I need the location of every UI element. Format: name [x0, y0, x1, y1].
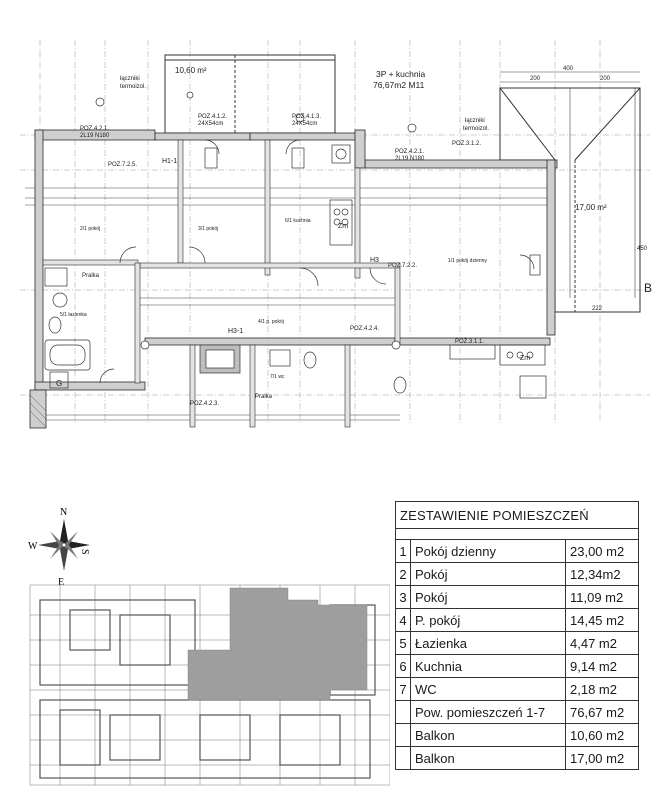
compass-n: N: [60, 507, 67, 518]
site-plan: N S W E: [28, 507, 390, 786]
poz-412-sub: 24X54cm: [198, 121, 223, 127]
poz-423-label: POZ.4.2.3.: [190, 401, 219, 407]
dim-450: 450: [637, 246, 648, 252]
poz-722-label: POZ.7.2.2.: [388, 263, 417, 269]
room-name: Pokój: [410, 562, 566, 586]
dim-200a: 200: [530, 76, 541, 82]
poz-421b-sub: 2L19 N180: [395, 156, 425, 162]
balcony-right-area: 17,00 m²: [575, 203, 607, 212]
balcony-area: 17,00 m2: [565, 746, 639, 770]
compass-rose: N S W E: [28, 507, 90, 588]
partitions: [42, 139, 401, 428]
room-area: 23,00 m2: [565, 539, 639, 563]
balcony-top-area: 10,60 m²: [175, 66, 207, 75]
dim-200b: 200: [600, 76, 611, 82]
b-mark: B: [644, 281, 652, 295]
poz-424-label: POZ.4.2.4.: [350, 326, 379, 332]
room-name: Łazienka: [410, 631, 566, 655]
room-5-label: 5/1 łazienka: [60, 312, 87, 318]
dim-222: 222: [592, 306, 603, 312]
room-area: 11,09 m2: [565, 585, 639, 609]
pralka-label-2: Pralka: [255, 394, 273, 400]
h3-mark: H3-1: [228, 328, 243, 335]
balcony-label: Balkon: [410, 723, 566, 747]
poz-421-sub: 2L19 N180: [80, 133, 110, 139]
walls: [29, 129, 558, 429]
column-block: [29, 394, 47, 428]
row-number: 6: [395, 654, 411, 678]
poz-312-label: POZ.3.1.2.: [452, 141, 481, 147]
unit-label: 3P + kuchnia: [376, 69, 426, 79]
compass-s: S: [79, 549, 90, 555]
room-1-label: 1/1 pokój dzienny: [448, 258, 487, 264]
total-label: Pow. pomieszczeń 1-7: [410, 700, 566, 724]
row-number: 7: [395, 677, 411, 701]
lacznik-label-2b: termoizol.: [463, 126, 489, 132]
lacznik-label-2: łączniki: [465, 118, 485, 124]
dimension-lines: [25, 71, 640, 421]
poz-412-label: POZ.4.1.2.: [198, 114, 227, 120]
room-2-label: 2/1 pokój: [80, 226, 100, 232]
room-6-label: 6/1 kuchnia: [285, 218, 311, 224]
poz-413-sub: 24X54cm: [292, 121, 317, 127]
room-3-label: 3/1 pokój: [198, 226, 218, 232]
row-number: 5: [395, 631, 411, 655]
room-name: P. pokój: [410, 608, 566, 632]
balcony-row: Balkon 17,00 m2: [395, 746, 639, 770]
room-7-label: 7/1 wc: [270, 374, 285, 380]
zm-label-2: Zm: [520, 355, 530, 362]
poz-421b-label: POZ.4.2.1.: [395, 149, 424, 155]
room-name: Pokój: [410, 585, 566, 609]
room-4-label: 4/1 p. pokój: [258, 319, 284, 325]
room-name: Kuchnia: [410, 654, 566, 678]
balcony-area: 10,60 m2: [565, 723, 639, 747]
g-mark: G: [56, 379, 62, 388]
balcony-row: Balkon 10,60 m2: [395, 723, 639, 747]
balcony-label: Balkon: [410, 746, 566, 770]
room-area: 12,34m2: [565, 562, 639, 586]
row-number: 3: [395, 585, 411, 609]
floor-plan: 10,60 m² 17,00 m² B 3P + kuchnia 76,67m2…: [20, 40, 652, 429]
highlighted-apartment: [187, 587, 368, 701]
compass-e: E: [58, 577, 64, 588]
total-area: 76,67 m2: [565, 700, 639, 724]
room-area: 4,47 m2: [565, 631, 639, 655]
poz-311-label: POZ.3.1.1.: [455, 339, 484, 345]
row-number: 1: [395, 539, 411, 563]
row-number: 2: [395, 562, 411, 586]
row-number: 4: [395, 608, 411, 632]
room-area: 14,45 m2: [565, 608, 639, 632]
shafts: [49, 147, 541, 389]
total-row: Pow. pomieszczeń 1-7 76,67 m2: [395, 700, 639, 724]
lacznik-label-1b: termoizol.: [120, 84, 146, 90]
zm-label-1: Zm: [338, 223, 348, 230]
poz-725-label: POZ.7.2.5.: [108, 162, 137, 168]
lacznik-label-1: łączniki: [120, 76, 140, 82]
pralka-label-1: Pralka: [82, 273, 100, 279]
table-title: ZESTAWIENIE POMIESZCZEŃ: [395, 501, 639, 529]
section-markers: [95, 91, 417, 350]
compass-w: W: [28, 541, 38, 552]
h1-mark: H1-1: [162, 158, 177, 165]
room-name: WC: [410, 677, 566, 701]
room-area: 9,14 m2: [565, 654, 639, 678]
dim-400: 400: [563, 66, 574, 72]
fixtures: [44, 144, 547, 399]
room-area: 2,18 m2: [565, 677, 639, 701]
poz-413-label: POZ.4.1.3.: [292, 114, 321, 120]
unit-area: 76,67m2 M11: [373, 80, 425, 90]
h3b-mark: H3: [370, 257, 379, 264]
room-name: Pokój dzienny: [410, 539, 566, 563]
poz-421-label: POZ.4.2.1.: [80, 126, 109, 132]
